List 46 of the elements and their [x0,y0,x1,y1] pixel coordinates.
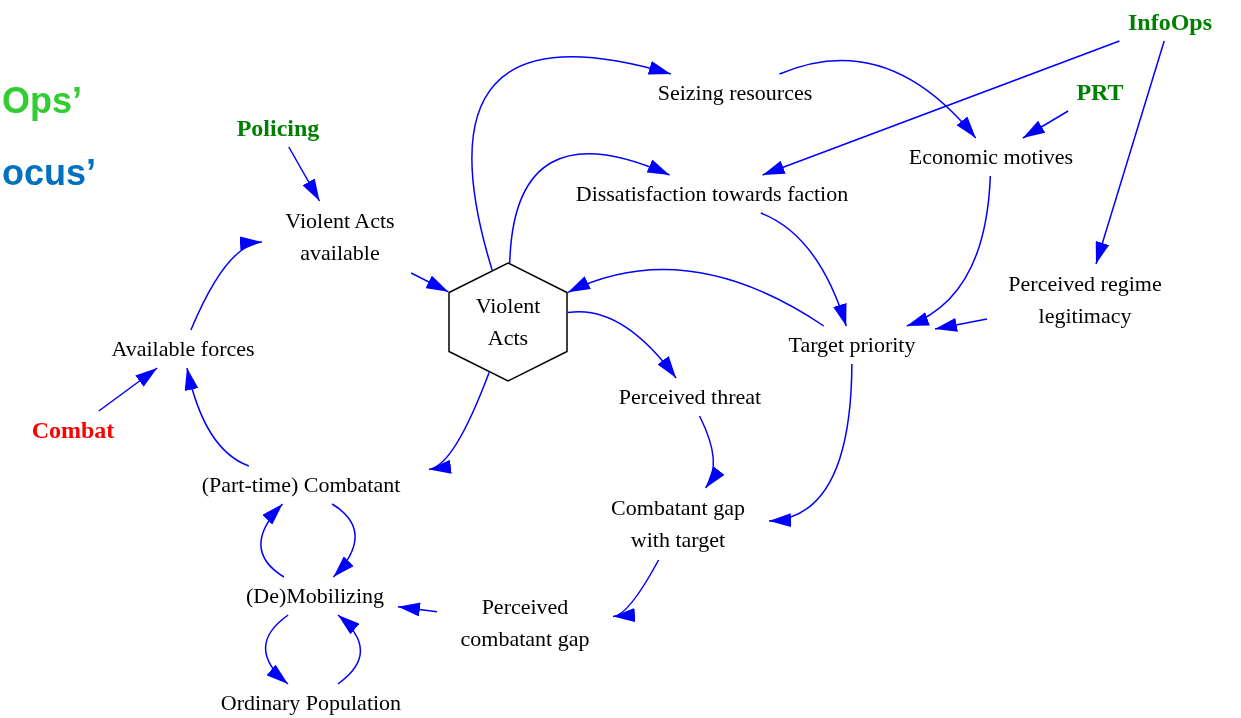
arrow [509,153,671,264]
variable-label: (Part-time) Combatant [201,471,401,499]
variable-label: Perceived combatant gap [459,593,591,653]
variable-label: Available forces [111,335,255,363]
variable-label: Target priority [788,331,916,359]
arrow [567,268,825,327]
heading-fragment: Ops’ [2,80,82,122]
variable-label: Dissatisfaction towards faction [575,180,849,208]
arrow [185,367,250,467]
arrow [778,59,977,139]
input-variable: PRT [1076,78,1124,107]
arrow [612,559,660,619]
variable-label: Economic motives [908,143,1074,171]
variable-label: Seizing resources [657,79,813,107]
arrow [471,56,672,271]
arrow [906,175,992,327]
heading-fragment: ocus’ [2,152,97,194]
variable-label: Perceived threat [618,383,762,411]
arrow [428,371,490,471]
variable-label: Ordinary Population [220,689,402,717]
arrow [761,40,1121,176]
arrow [288,146,321,202]
variable-label: Combatant gap with target [610,494,746,554]
arrow [1022,110,1069,139]
arrow [698,415,724,489]
arrow [98,367,158,412]
arrow [190,238,263,331]
input-variable: Policing [236,114,320,143]
arrow [410,272,450,293]
input-variable: InfoOps [1127,8,1212,37]
arrow [768,363,853,526]
arrow [337,614,362,685]
arrow [760,212,847,327]
hexagon-node [448,262,568,382]
arrow [260,503,285,578]
arrow [397,602,438,617]
node-label: Violent Acts [474,292,542,352]
arrow [264,614,289,685]
variable-label: Violent Acts available [284,207,396,267]
arrow [934,317,988,332]
arrow [567,310,677,379]
arrow [331,503,356,578]
input-variable: Combat [31,416,115,445]
variable-label: Perceived regime legitimacy [1007,270,1163,330]
variable-label: (De)Mobilizing [245,582,385,610]
arrow [1095,40,1165,265]
